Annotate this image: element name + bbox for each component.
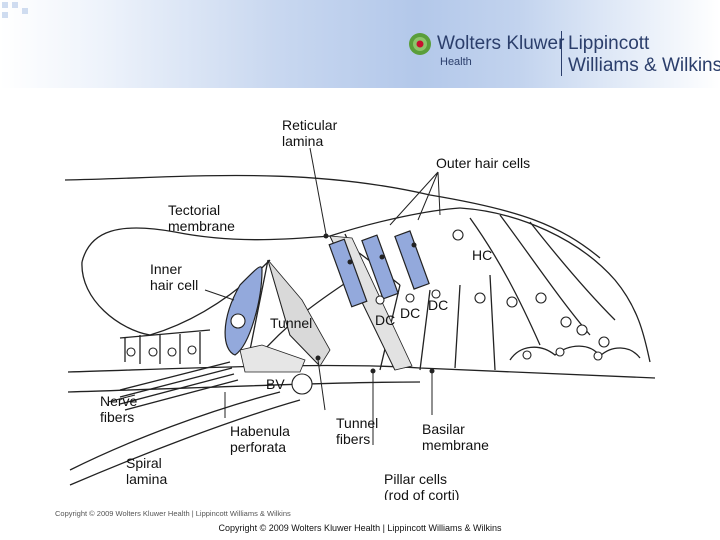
nucleus xyxy=(536,293,546,303)
nucleus xyxy=(168,348,176,356)
dot xyxy=(412,243,417,248)
label-reticular-2: lamina xyxy=(282,133,323,149)
slide-copyright: Copyright © 2009 Wolters Kluwer Health |… xyxy=(0,523,720,533)
header-banner: Wolters Kluwer Health Lippincott William… xyxy=(0,0,720,88)
label-bv: BV xyxy=(266,376,285,392)
brand-divider xyxy=(561,31,562,76)
nucleus xyxy=(594,352,602,360)
label-habenula-1: Habenula xyxy=(230,423,290,439)
outer-hair-cell-3 xyxy=(395,231,429,289)
nucleus xyxy=(376,296,384,304)
nucleus xyxy=(599,337,609,347)
habenula-region xyxy=(240,345,305,372)
inner-hair-cell xyxy=(225,267,262,355)
decor-square xyxy=(2,2,8,8)
label-spiral-2: lamina xyxy=(126,471,167,487)
decor-square xyxy=(2,12,8,18)
nucleus xyxy=(577,325,587,335)
nucleus xyxy=(475,293,485,303)
brand-secondary-line2: Williams & Wilkins xyxy=(568,55,720,77)
nucleus xyxy=(231,314,245,328)
figure-copyright: Copyright © 2009 Wolters Kluwer Health |… xyxy=(55,509,291,518)
organ-of-corti-diagram: Reticular lamina Outer hair cells Tector… xyxy=(50,110,670,500)
outer-cell-boundary xyxy=(460,208,650,362)
stippled-support-regions xyxy=(240,236,412,372)
leader-outer-hair-cells xyxy=(390,172,440,225)
label-inner-hair-cell-2: hair cell xyxy=(150,277,198,293)
label-outer-hair-cells: Outer hair cells xyxy=(436,155,530,171)
wolters-kluwer-globe-icon xyxy=(408,32,432,56)
label-inner-hair-cell-1: Inner xyxy=(150,261,182,277)
brand-primary: Wolters Kluwer xyxy=(437,33,564,55)
nucleus xyxy=(556,348,564,356)
leader-reticular xyxy=(310,148,326,234)
label-dc-2: DC xyxy=(400,305,420,321)
nucleus xyxy=(453,230,463,240)
nucleus xyxy=(561,317,571,327)
leader-tunnel-fibers xyxy=(318,360,325,410)
label-hc: HC xyxy=(472,247,492,263)
label-tectorial-1: Tectorial xyxy=(168,202,220,218)
dot xyxy=(316,356,321,361)
label-tunnel-fibers-1: Tunnel xyxy=(336,415,378,431)
label-nerve-2: fibers xyxy=(100,409,134,425)
label-dc-3: DC xyxy=(428,297,448,313)
basilar-lower xyxy=(68,382,420,392)
label-tunnel-fibers-2: fibers xyxy=(336,431,370,447)
nucleus xyxy=(507,297,517,307)
nucleus xyxy=(523,351,531,359)
inner-support-top xyxy=(120,330,210,338)
label-pillar-2: (rod of corti) xyxy=(384,487,459,500)
label-basilar-1: Basilar xyxy=(422,421,465,437)
dot xyxy=(348,260,353,265)
decor-square xyxy=(22,8,28,14)
dot xyxy=(324,234,329,239)
label-tectorial-2: membrane xyxy=(168,218,235,234)
dot xyxy=(380,255,385,260)
nucleus xyxy=(127,348,135,356)
decor-square xyxy=(12,2,18,8)
label-pillar-1: Pillar cells xyxy=(384,471,447,487)
nucleus xyxy=(149,348,157,356)
basilar-membrane xyxy=(68,365,655,378)
nucleus xyxy=(406,294,414,302)
label-basilar-2: membrane xyxy=(422,437,489,453)
label-spiral-1: Spiral xyxy=(126,455,162,471)
label-reticular-1: Reticular xyxy=(282,117,338,133)
brand-secondary-line1: Lippincott xyxy=(568,33,649,55)
brand-primary-sub: Health xyxy=(440,56,472,68)
label-tunnel: Tunnel xyxy=(270,315,312,331)
hensen-cells xyxy=(470,215,615,345)
nucleus xyxy=(188,346,196,354)
label-dc-1: DC xyxy=(375,312,395,328)
label-nerve-1: Nerve xyxy=(100,393,138,409)
blood-vessel xyxy=(292,374,312,394)
label-habenula-2: perforata xyxy=(230,439,286,455)
